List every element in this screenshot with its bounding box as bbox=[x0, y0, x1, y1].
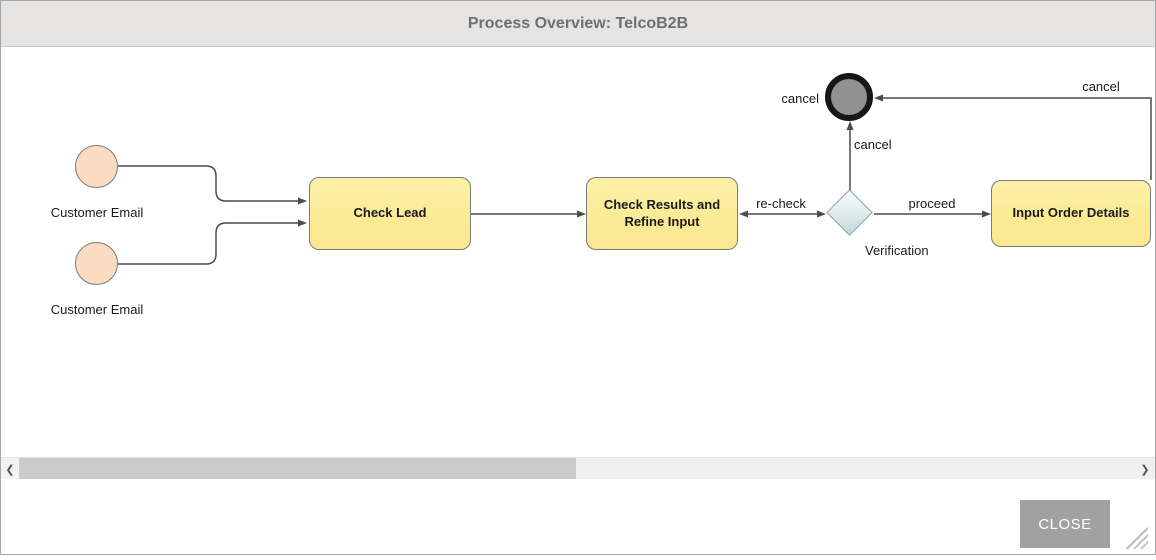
sequence-flows bbox=[118, 94, 1152, 265]
arrowhead bbox=[298, 219, 307, 227]
scrollbar-thumb[interactable] bbox=[19, 458, 576, 480]
flow-label-proceed: proceed bbox=[908, 196, 956, 211]
flow-start1-to-checklead bbox=[118, 165, 298, 202]
start-event-label: Customer Email bbox=[50, 302, 144, 317]
resize-handle-icon[interactable] bbox=[1122, 527, 1148, 549]
horizontal-scrollbar[interactable]: ❮ ❯ bbox=[1, 457, 1155, 480]
arrowhead bbox=[817, 210, 826, 218]
task-input-order-details: Input Order Details bbox=[991, 180, 1151, 247]
flow-label-cancel-right: cancel bbox=[1082, 79, 1120, 94]
task-label: Check Results and Refine Input bbox=[603, 197, 721, 229]
arrowhead bbox=[577, 210, 586, 218]
start-event-customer-email-1 bbox=[75, 145, 118, 188]
arrowhead bbox=[739, 210, 748, 218]
flow-label-cancel-vertical: cancel bbox=[854, 137, 892, 152]
flow-label-recheck: re-check bbox=[756, 196, 806, 211]
arrowhead bbox=[874, 94, 883, 102]
task-check-lead: Check Lead bbox=[309, 177, 471, 250]
task-label: Check Lead bbox=[353, 205, 427, 221]
close-button[interactable]: CLOSE bbox=[1020, 500, 1110, 548]
arrowhead bbox=[982, 210, 991, 218]
bpmn-diagram-canvas: Customer Email Customer Email Check Lead… bbox=[1, 47, 1155, 457]
flow-task-cancel bbox=[883, 97, 1152, 180]
scroll-left-icon[interactable]: ❮ bbox=[1, 458, 19, 480]
end-event-cancel bbox=[825, 73, 873, 121]
task-label: Input Order Details bbox=[1012, 205, 1130, 221]
task-check-results-refine-input: Check Results and Refine Input bbox=[586, 177, 738, 250]
arrowhead bbox=[846, 121, 854, 130]
gateway-label: Verification bbox=[865, 243, 929, 258]
arrowhead bbox=[298, 197, 307, 205]
dialog-footer: CLOSE bbox=[1, 479, 1155, 554]
dialog-titlebar: Process Overview: TelcoB2B bbox=[1, 1, 1155, 47]
start-event-label: Customer Email bbox=[50, 205, 144, 220]
scroll-right-icon[interactable]: ❯ bbox=[1135, 458, 1155, 480]
dialog-title: Process Overview: TelcoB2B bbox=[467, 14, 689, 32]
flow-start2-to-checklead bbox=[118, 222, 298, 265]
start-event-customer-email-2 bbox=[75, 242, 118, 285]
end-event-label: cancel bbox=[781, 91, 819, 106]
